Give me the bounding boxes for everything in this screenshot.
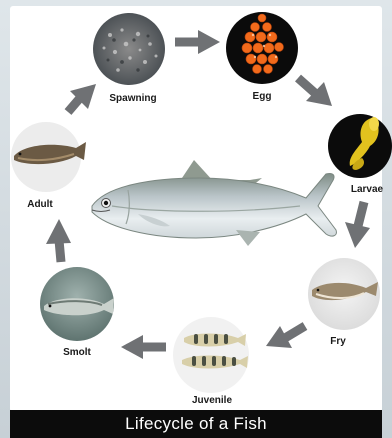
central-fish [92, 160, 336, 246]
stage-fry: Fry [308, 258, 380, 347]
stage-label-fry: Fry [330, 336, 346, 347]
arrow-smolt-to-adult [46, 219, 71, 262]
stage-juvenile: Juvenile [173, 317, 249, 406]
stage-label-adult: Adult [27, 199, 53, 210]
stage-adult: Adult [11, 122, 86, 210]
stage-label-egg: Egg [253, 91, 272, 102]
stage-spawning: Spawning [93, 13, 165, 104]
arrow-fry-to-juvenile [266, 326, 305, 348]
caption-bar: Lifecycle of a Fish [10, 410, 382, 438]
stage-label-smolt: Smolt [63, 347, 91, 358]
arrow-larvae-to-fry [345, 202, 370, 248]
diagram-caption: Lifecycle of a Fish [125, 414, 267, 433]
stage-smolt: Smolt [40, 267, 114, 358]
arrow-egg-to-larvae [298, 78, 332, 106]
juvenile-image [173, 317, 249, 393]
arrow-spawning-to-egg [175, 30, 220, 54]
stage-larvae: Larvae [328, 114, 392, 195]
stage-label-spawning: Spawning [109, 93, 156, 104]
stage-label-larvae: Larvae [351, 184, 384, 195]
arrow-juvenile-to-smolt [121, 335, 166, 359]
stage-label-juvenile: Juvenile [192, 395, 232, 406]
arrow-adult-to-spawning [68, 84, 96, 112]
stage-egg: Egg [226, 12, 298, 102]
